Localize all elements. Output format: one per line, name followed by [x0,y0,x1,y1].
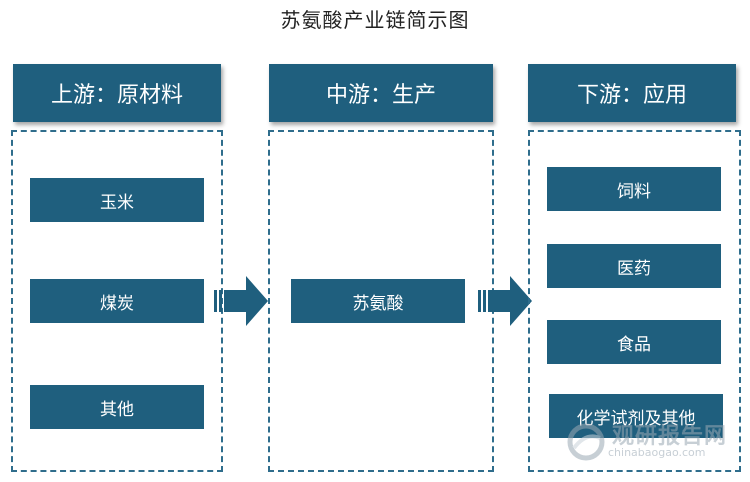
downstream-item-feed: 饲料 [547,167,721,211]
arrow-right-icon [214,276,268,326]
upstream-item-coal: 煤炭 [30,279,204,323]
diagram-title: 苏氨酸产业链简示图 [280,8,470,32]
watermark-en: chinabaogao.com [608,446,706,459]
downstream-header: 下游：应用 [528,64,736,122]
arrow-right-icon [478,276,532,326]
watermark-cn: 观研报告网 [612,423,728,449]
midstream-item-threonine: 苏氨酸 [291,279,465,323]
downstream-item-medicine: 医药 [547,244,721,288]
downstream-panel [528,130,741,472]
downstream-item-food: 食品 [547,320,721,364]
upstream-item-other: 其他 [30,385,204,429]
upstream-header: 上游：原材料 [13,64,221,122]
watermark-logo-icon [567,423,605,461]
upstream-item-corn: 玉米 [30,178,204,222]
watermark: 观研报告网 chinabaogao.com [566,418,736,468]
midstream-header: 中游：生产 [269,64,493,122]
